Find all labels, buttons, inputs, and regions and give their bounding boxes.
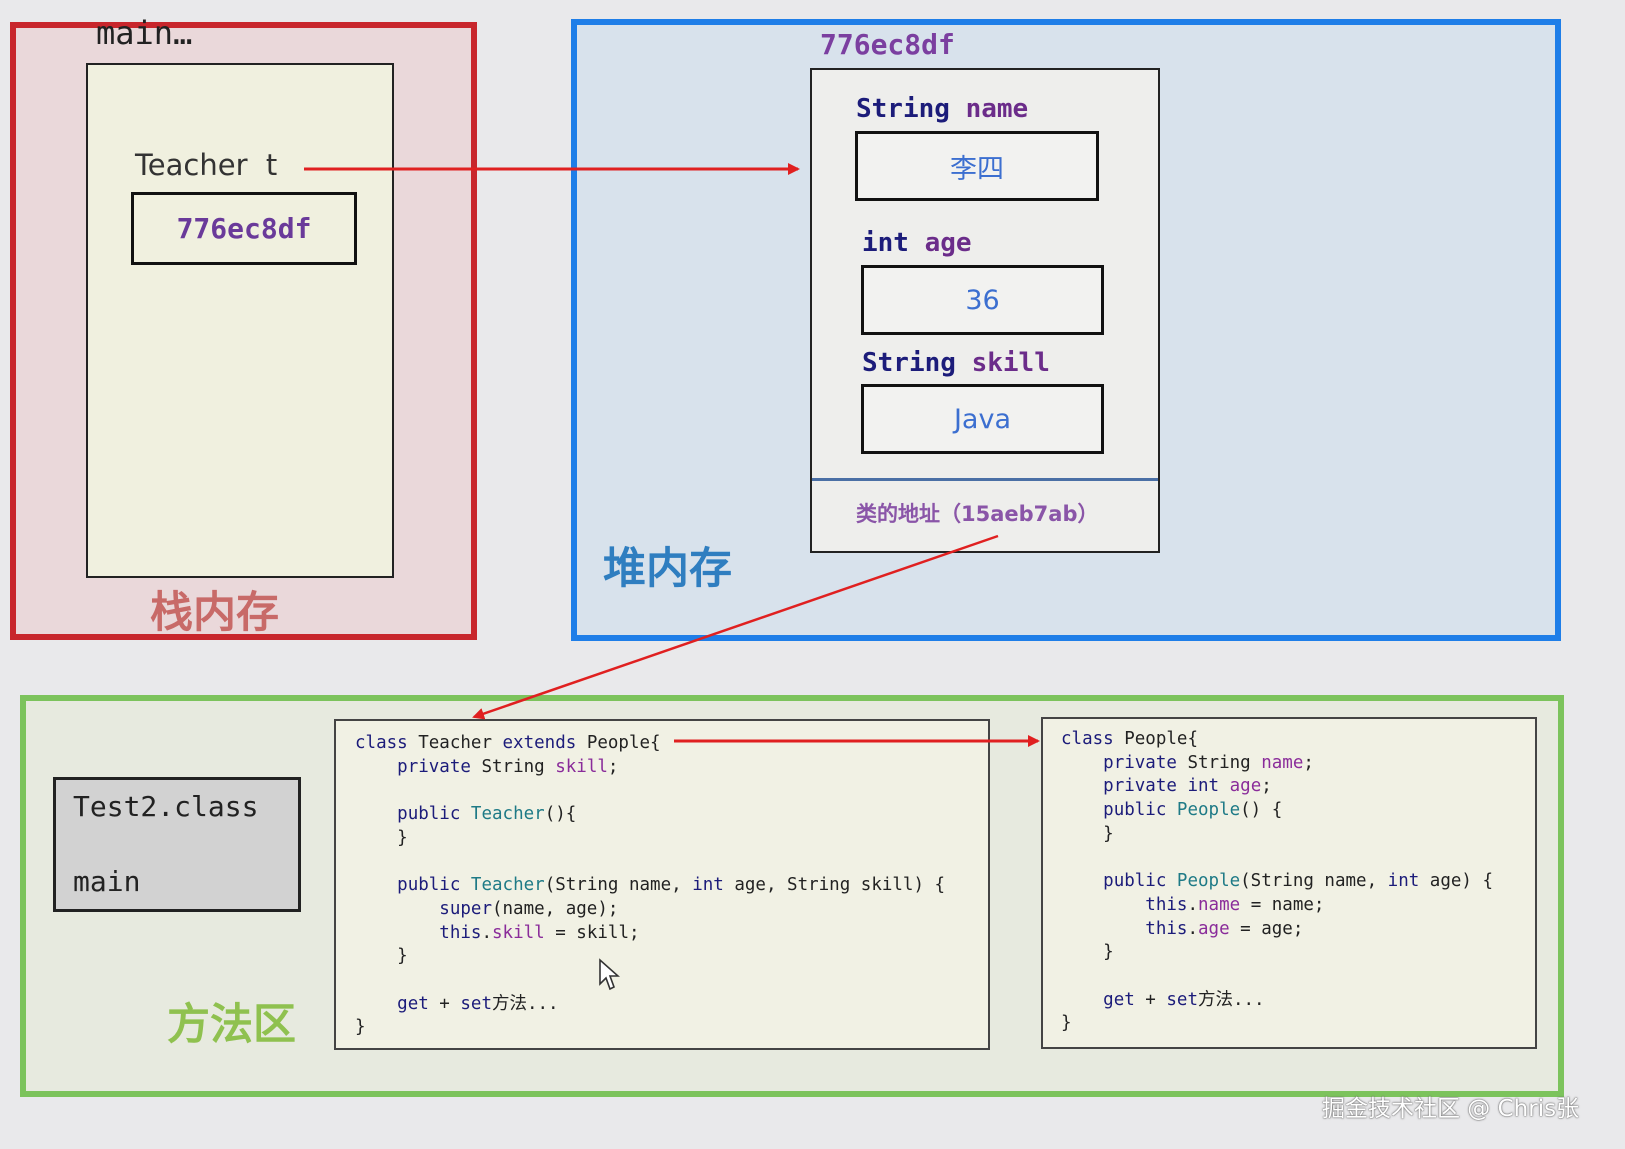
code-line: } (355, 1017, 366, 1038)
method-area-label: 方法区 (167, 1000, 296, 1050)
code-line: get + set方法... (397, 993, 559, 1014)
code-line: } (1061, 942, 1114, 963)
code-line: this.age = age; (1145, 918, 1304, 939)
class-file-method: main (73, 865, 141, 898)
field-name-label: String name (856, 94, 1028, 124)
teacher-class-code-box (334, 719, 990, 1050)
object-divider (812, 478, 1158, 481)
field-id: name (965, 94, 1029, 124)
stack-frame-title: main… (96, 14, 193, 52)
code-line: get + set方法... (1103, 989, 1265, 1010)
people-class-code-box (1041, 717, 1537, 1049)
code-line: super(name, age); (439, 898, 619, 919)
code-line: } (1061, 1013, 1072, 1034)
field-skill-label: String skill (862, 348, 1050, 378)
class-file-box (53, 777, 301, 912)
watermark: 掘金技术社区 @ Chris张 (1322, 1096, 1580, 1122)
class-address: 类的地址（15aeb7ab） (856, 502, 1099, 526)
code-line: private String skill; (397, 756, 619, 777)
mouse-pointer-icon (599, 958, 620, 991)
code-line: class Teacher extends People{ (355, 733, 661, 753)
field-age-value: 36 (861, 265, 1104, 335)
people-class-code: class People{ private String name; priva… (1061, 728, 1493, 1036)
field-id: age (924, 228, 972, 258)
code-line: this.name = name; (1145, 894, 1325, 915)
teacher-variable-label: Teacher t (135, 148, 278, 182)
code-line: class People{ (1061, 729, 1198, 749)
stack-memory-label: 栈内存 (150, 588, 279, 638)
field-id: skill (971, 348, 1050, 378)
code-line: public Teacher(String name, int age, Str… (397, 875, 946, 896)
heap-memory-label: 堆内存 (603, 544, 732, 594)
code-line: } (355, 827, 408, 848)
field-type: int (862, 228, 909, 258)
code-line: private int age; (1103, 776, 1272, 797)
teacher-class-code: class Teacher extends People{ private St… (355, 732, 945, 1040)
field-type: String (862, 348, 956, 378)
main-stack-frame (86, 63, 394, 578)
code-line: public People(String name, int age) { (1103, 871, 1494, 892)
field-skill-value: Java (861, 384, 1104, 454)
code-line: } (355, 946, 408, 967)
code-line: public Teacher(){ (397, 804, 577, 825)
class-file-name: Test2.class (73, 790, 259, 823)
field-age-label: int age (862, 228, 972, 258)
code-line: public People() { (1103, 800, 1283, 821)
code-line: this.skill = skill; (439, 922, 640, 943)
field-type: String (856, 94, 950, 124)
reference-value-box: 776ec8df (131, 192, 357, 265)
field-name-value: 李四 (855, 131, 1099, 201)
code-line: } (1061, 823, 1114, 844)
object-address: 776ec8df (820, 28, 955, 61)
code-line: private String name; (1103, 752, 1314, 773)
